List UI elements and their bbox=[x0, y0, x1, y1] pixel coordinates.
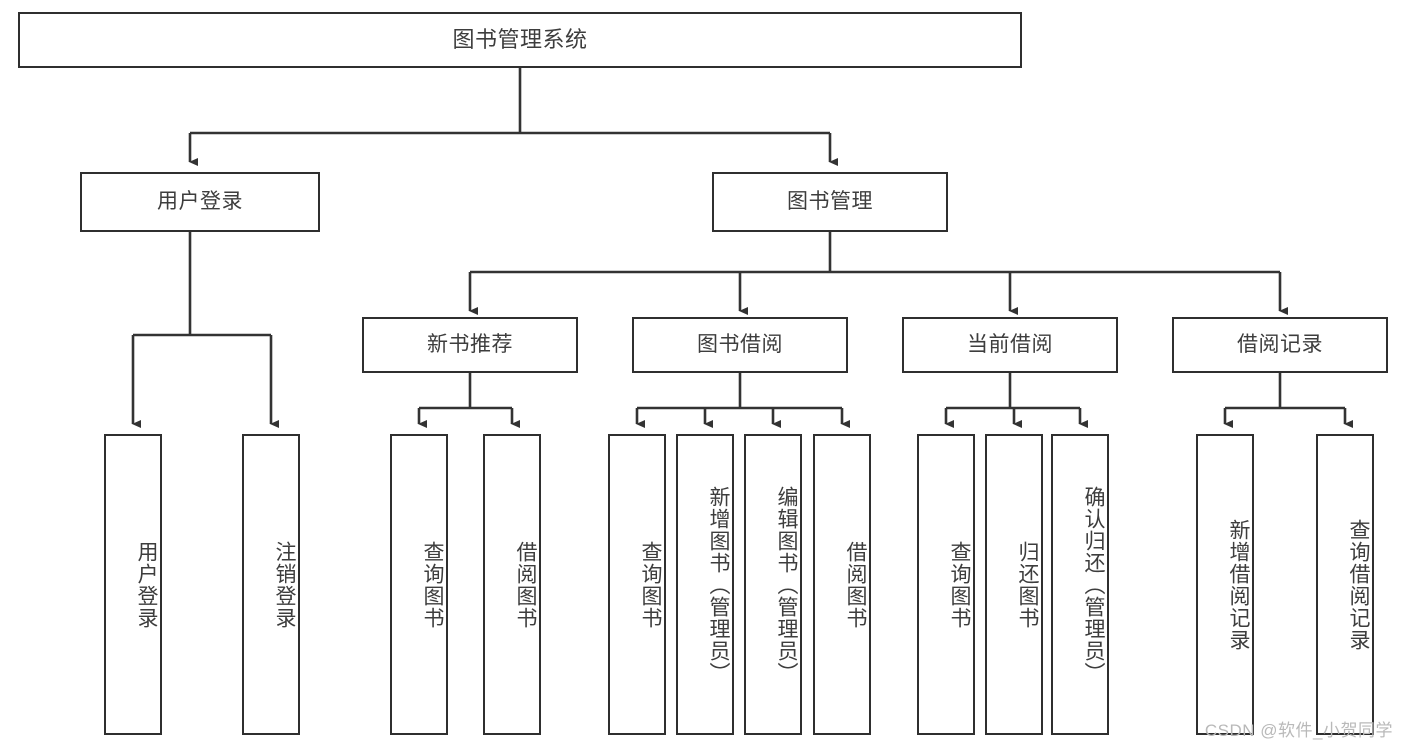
node-label: 查询图书 bbox=[639, 540, 662, 629]
node-label: 借阅记录 bbox=[1237, 333, 1323, 357]
node-new-book-recommend[interactable]: 新书推荐 bbox=[362, 317, 578, 373]
leaf-user-login-logout[interactable]: 注销登录 bbox=[242, 434, 300, 735]
leaf-book-borrow-borrow[interactable]: 借阅图书 bbox=[813, 434, 871, 735]
leaf-user-login-login[interactable]: 用户登录 bbox=[104, 434, 162, 735]
node-label: 查询图书 bbox=[421, 540, 444, 629]
node-label: 借阅图书 bbox=[514, 540, 537, 629]
node-label: 注销登录 bbox=[273, 540, 296, 629]
node-label: 新增借阅记录 bbox=[1227, 518, 1250, 651]
node-label: 确认归还（管理员） bbox=[1082, 485, 1105, 684]
node-label: 图书借阅 bbox=[697, 333, 783, 357]
node-book-management[interactable]: 图书管理 bbox=[712, 172, 948, 232]
node-label: 图书管理 bbox=[787, 190, 873, 214]
leaf-book-borrow-query[interactable]: 查询图书 bbox=[608, 434, 666, 735]
node-label: 借阅图书 bbox=[844, 540, 867, 629]
node-book-borrow[interactable]: 图书借阅 bbox=[632, 317, 848, 373]
leaf-current-borrow-query[interactable]: 查询图书 bbox=[917, 434, 975, 735]
node-label: 归还图书 bbox=[1016, 540, 1039, 629]
leaf-borrow-record-add[interactable]: 新增借阅记录 bbox=[1196, 434, 1254, 735]
node-label: 当前借阅 bbox=[967, 333, 1053, 357]
node-label: 查询借阅记录 bbox=[1347, 518, 1370, 651]
node-root-system[interactable]: 图书管理系统 bbox=[18, 12, 1022, 68]
node-label: 图书管理系统 bbox=[452, 26, 588, 52]
node-label: 新书推荐 bbox=[427, 333, 513, 357]
leaf-current-borrow-return[interactable]: 归还图书 bbox=[985, 434, 1043, 735]
node-label: 新增图书（管理员） bbox=[707, 485, 730, 684]
leaf-borrow-record-query[interactable]: 查询借阅记录 bbox=[1316, 434, 1374, 735]
leaf-book-borrow-edit[interactable]: 编辑图书（管理员） bbox=[744, 434, 802, 735]
node-user-login[interactable]: 用户登录 bbox=[80, 172, 320, 232]
leaf-new-book-borrow[interactable]: 借阅图书 bbox=[483, 434, 541, 735]
node-label: 用户登录 bbox=[157, 190, 243, 214]
node-borrow-record[interactable]: 借阅记录 bbox=[1172, 317, 1388, 373]
leaf-new-book-query[interactable]: 查询图书 bbox=[390, 434, 448, 735]
watermark-text: CSDN @软件_小贺同学 bbox=[1204, 721, 1393, 740]
node-label: 编辑图书（管理员） bbox=[775, 485, 798, 684]
node-current-borrow[interactable]: 当前借阅 bbox=[902, 317, 1118, 373]
node-label: 查询图书 bbox=[948, 540, 971, 629]
leaf-book-borrow-add[interactable]: 新增图书（管理员） bbox=[676, 434, 734, 735]
node-label: 用户登录 bbox=[135, 540, 158, 629]
leaf-current-borrow-confirm-return[interactable]: 确认归还（管理员） bbox=[1051, 434, 1109, 735]
